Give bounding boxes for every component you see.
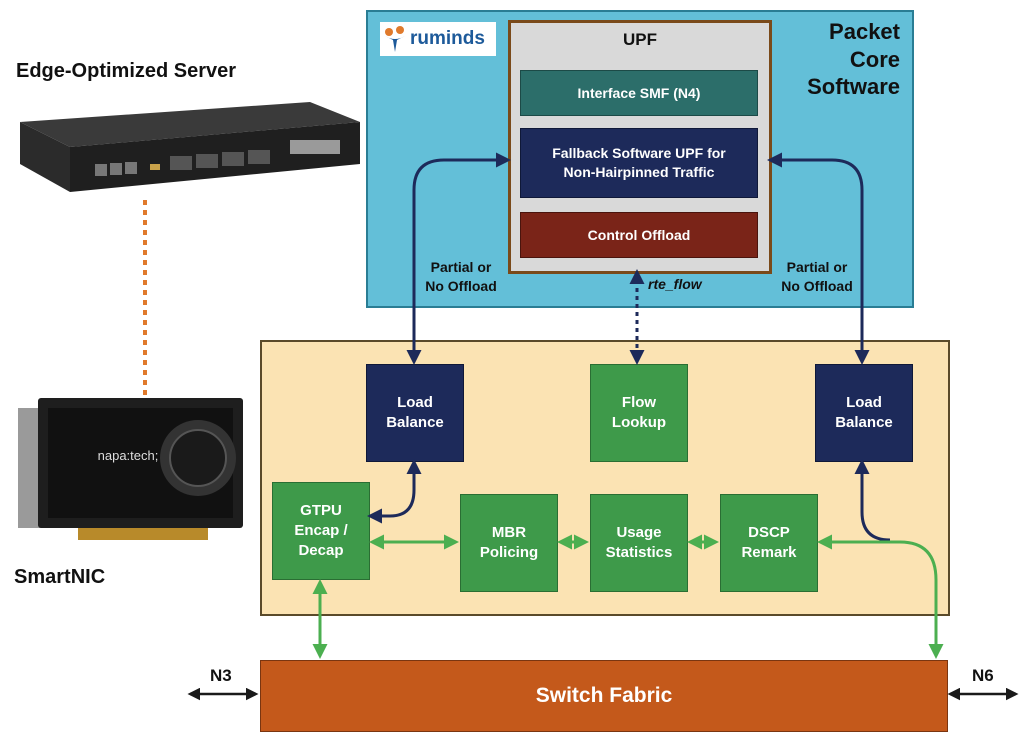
- interface-smf-block: Interface SMF (N4): [520, 70, 758, 116]
- control-offload-block: Control Offload: [520, 212, 758, 258]
- rte-flow-label: rte_flow: [648, 276, 702, 292]
- arrow-lb-right-to-fallback: [767, 152, 870, 365]
- mbr-policing-block: MBR Policing: [460, 494, 558, 592]
- usage-statistics-block: Usage Statistics: [590, 494, 688, 592]
- nic-brand: napa:tech;: [98, 448, 159, 463]
- n6-label: N6: [972, 666, 994, 685]
- dscp-remark-block: DSCP Remark: [720, 494, 818, 592]
- arrow-dscp-fabric: [817, 534, 944, 659]
- n3-label: N3: [210, 666, 232, 685]
- server-image: [20, 102, 360, 192]
- gtpu-block: GTPU Encap / Decap: [272, 482, 370, 580]
- fallback-upf-block: Fallback Software UPF for Non-Hairpinned…: [520, 128, 758, 198]
- arrow-lb-left-to-gtpu: [367, 459, 422, 524]
- smartnic-label: SmartNIC: [14, 566, 106, 588]
- load-balance-left-block: Load Balance: [366, 364, 464, 462]
- arrow-lb-right-down: [854, 459, 891, 542]
- flow-lookup-block: Flow Lookup: [590, 364, 688, 462]
- logo: ruminds: [380, 22, 496, 56]
- logo-text: ruminds: [410, 28, 485, 49]
- dotted-connector: [143, 200, 147, 400]
- server-label: Edge-Optimized Server: [16, 60, 237, 82]
- packet-core-title: Packet Core Software: [807, 19, 900, 99]
- upf-title: UPF: [623, 30, 657, 49]
- arrow-lb-left-to-fallback: [406, 152, 511, 365]
- smartnic-image: napa:tech;: [18, 398, 243, 540]
- logo-mark-icon: [385, 26, 405, 52]
- switch-fabric: Switch Fabric: [260, 660, 948, 732]
